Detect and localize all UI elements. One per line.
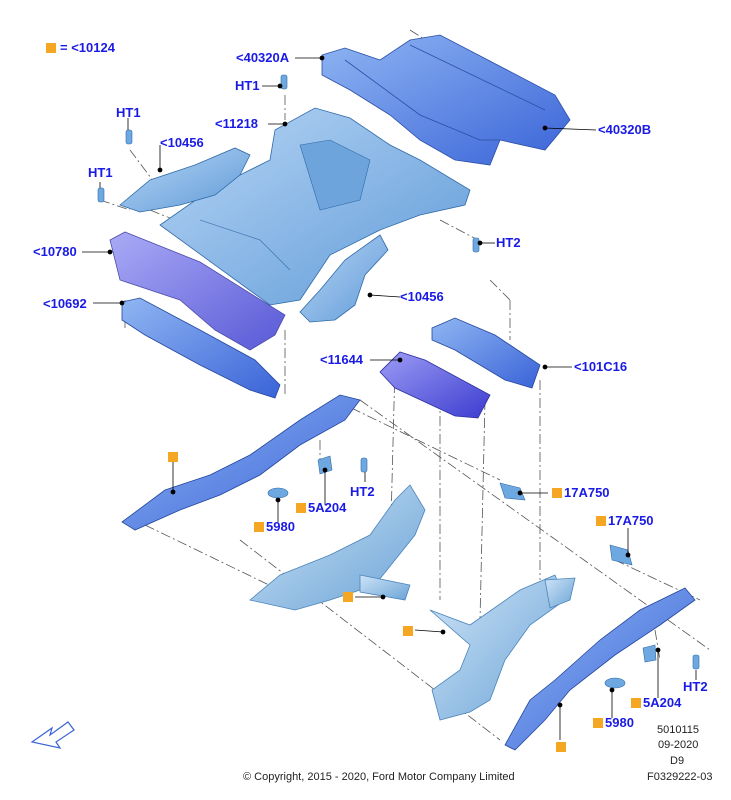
orange-marker <box>631 698 641 708</box>
callout-10780[interactable]: <10780 <box>33 244 77 259</box>
callout-17A750-right[interactable]: 17A750 <box>608 513 654 528</box>
orange-marker <box>296 503 306 513</box>
footer-code-d9: D9 <box>670 755 685 767</box>
fasteners <box>97 74 700 689</box>
callout-101C16[interactable]: <101C16 <box>574 359 628 374</box>
callout-HT1-left[interactable]: HT1 <box>116 105 141 120</box>
part-frame-rail-right[interactable] <box>504 587 696 751</box>
part-10456-left[interactable] <box>119 147 251 213</box>
callout-5A204-mid[interactable]: 5A204 <box>308 500 347 515</box>
part-101C16[interactable] <box>431 317 541 389</box>
callout-HT1-lower[interactable]: HT1 <box>88 165 113 180</box>
callout-11218[interactable]: <11218 <box>215 116 259 131</box>
callout-5980-right[interactable]: 5980 <box>605 715 634 730</box>
orange-marker <box>343 592 353 602</box>
figure-reference: F0329222-03 <box>647 771 713 783</box>
part-10456-right[interactable] <box>299 234 389 323</box>
front-direction-arrow-icon <box>30 721 75 749</box>
leader-lines <box>82 55 697 740</box>
callout-40320A[interactable]: <40320A <box>236 50 290 65</box>
callout-10456-left[interactable]: <10456 <box>160 135 204 150</box>
callout-40320B[interactable]: <40320B <box>598 122 652 137</box>
footer-date: 09-2020 <box>658 739 699 751</box>
callout-17A750-mid[interactable]: 17A750 <box>564 485 610 500</box>
part-subframe[interactable] <box>249 484 576 721</box>
orange-marker <box>403 626 413 636</box>
orange-marker <box>254 522 264 532</box>
callout-11644[interactable]: <11644 <box>320 352 364 367</box>
orange-marker <box>596 516 606 526</box>
part-frame-rail-left[interactable] <box>121 394 361 531</box>
callout-10692[interactable]: <10692 <box>43 296 87 311</box>
callout-HT2-mid[interactable]: HT2 <box>350 484 375 499</box>
part-10692-rail[interactable] <box>121 297 281 399</box>
legend: = <10124 <box>46 40 115 56</box>
part-11644[interactable] <box>379 351 491 419</box>
legend-text: = <10124 <box>60 40 115 55</box>
orange-marker <box>556 742 566 752</box>
callout-HT2-upper[interactable]: HT2 <box>496 235 521 250</box>
legend-swatch <box>46 43 56 53</box>
copyright-text: © Copyright, 2015 - 2020, Ford Motor Com… <box>243 771 515 783</box>
callout-HT1-top[interactable]: HT1 <box>235 78 260 93</box>
callout-HT2-right[interactable]: HT2 <box>683 679 708 694</box>
part-40320-crossmember[interactable] <box>321 34 571 166</box>
footer-code: 5010115 <box>657 724 700 736</box>
orange-marker <box>593 718 603 728</box>
orange-marker <box>552 488 562 498</box>
part-10780-panel[interactable] <box>109 231 286 351</box>
callout-5980-mid[interactable]: 5980 <box>266 519 295 534</box>
orange-marker <box>168 452 178 462</box>
part-11218-floor-pan[interactable] <box>159 107 471 306</box>
callout-10456-right[interactable]: <10456 <box>400 289 444 304</box>
callout-5A204-right[interactable]: 5A204 <box>643 695 682 710</box>
